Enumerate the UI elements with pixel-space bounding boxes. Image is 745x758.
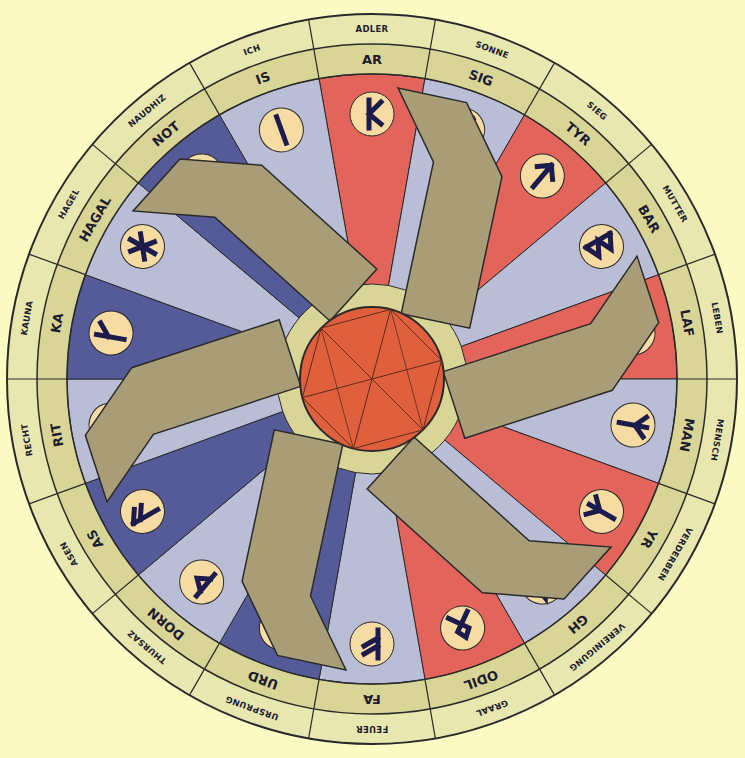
ring-divider (29, 254, 85, 275)
ring-divider (425, 20, 435, 79)
rune-medallion (253, 102, 309, 158)
rune-meaning: ADLER (356, 25, 389, 34)
rune-symbol (448, 611, 475, 640)
rune-name: RIT (48, 422, 65, 448)
rune-disc (607, 400, 658, 451)
pinwheel-arm (229, 430, 392, 670)
rune-name: AR (362, 53, 382, 66)
rune-medallion (511, 145, 573, 207)
segment-border (67, 74, 677, 684)
rune-medallion (350, 622, 394, 666)
rune-name: FA (363, 693, 380, 706)
rune-symbol (586, 233, 617, 259)
rune-disc (112, 216, 172, 276)
ring-divider (92, 575, 138, 614)
rune-medallion (350, 92, 394, 136)
ring-divider (425, 679, 435, 738)
rune-disc (112, 481, 172, 541)
rune-symbol (188, 567, 214, 596)
rune-disc (571, 481, 631, 541)
rune-name: KA (49, 312, 65, 334)
rune-disc (350, 92, 394, 136)
rune-symbol (369, 100, 381, 128)
rune-medallion (86, 307, 137, 358)
center-hexagon (302, 309, 441, 448)
rune-symbol (125, 231, 159, 262)
rune-disc (511, 145, 573, 207)
rune-disc (253, 102, 309, 158)
rune-symbol (277, 117, 287, 143)
rune-symbol (617, 413, 648, 438)
ring-divider (7, 378, 67, 379)
rune-medallion (112, 216, 172, 276)
rune-disc (571, 216, 631, 276)
rune-symbol (584, 496, 618, 527)
rune-disc (350, 622, 394, 666)
ring-divider (606, 144, 652, 183)
rune-medallion (112, 481, 172, 541)
rune-medallion (571, 216, 631, 276)
ring-divider (525, 63, 555, 115)
pinwheel-arm (352, 88, 515, 328)
center-line (321, 328, 353, 448)
rune-medallion (434, 600, 490, 656)
ring-divider (659, 254, 715, 275)
ring-divider (677, 378, 737, 379)
rune-symbol (526, 159, 559, 193)
ring-divider (309, 20, 319, 79)
ring-divider (29, 483, 85, 504)
rune-medallion (571, 481, 631, 541)
rune-disc (86, 307, 137, 358)
rune-symbol (364, 630, 378, 658)
rune-disc (434, 600, 490, 656)
pinwheel-arm (428, 256, 674, 438)
ring-divider (309, 679, 319, 738)
ring-divider (659, 483, 715, 504)
center-disc (300, 307, 444, 451)
rune-disc (171, 551, 233, 613)
rune-symbol (97, 323, 127, 340)
outer-ring (7, 14, 737, 744)
ring-divider (525, 643, 555, 695)
center-line (391, 309, 423, 429)
ring-divider (92, 144, 138, 183)
rune-meaning: FEUER (356, 725, 388, 734)
rune-medallion (171, 551, 233, 613)
center-line (321, 328, 423, 430)
pinwheel-arm (70, 320, 316, 502)
name-ring (37, 44, 707, 714)
ring-divider (190, 63, 220, 115)
rune-medallion (607, 400, 658, 451)
ring-divider (190, 643, 220, 695)
rune-symbol (127, 499, 157, 523)
ring-divider (606, 575, 652, 614)
